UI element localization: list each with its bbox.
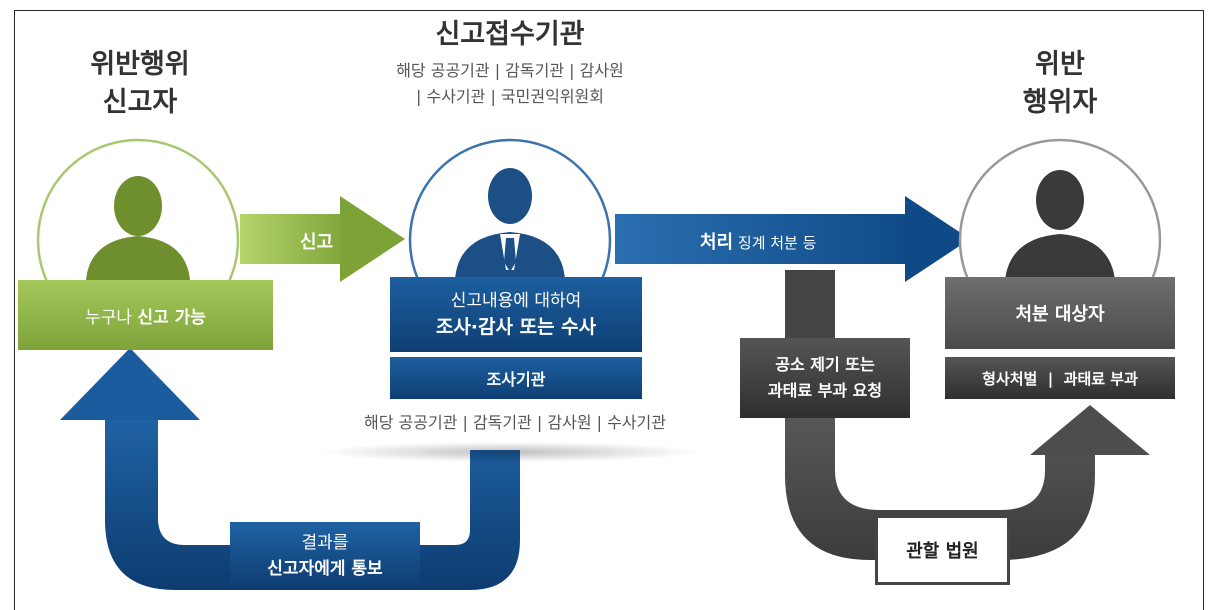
agency-shadow xyxy=(320,442,700,462)
agency-box-line1: 신고내용에 대하여 xyxy=(450,290,582,311)
agency-bottom-caption: 해당 공공기관 | 감독기관 | 감사원 | 수사기관 xyxy=(363,413,666,432)
report-arrow xyxy=(240,196,405,282)
court-box: 관할 법원 xyxy=(875,515,1010,585)
violator-main-box: 처분 대상자 xyxy=(945,277,1175,349)
process-arrow-label: 처리 징계 처분 등 xyxy=(700,232,817,253)
reporter-box-text: 누구나 xyxy=(85,307,138,328)
process-arrow xyxy=(615,196,970,282)
violator-person-icon xyxy=(1005,170,1115,280)
agency-officer-icon xyxy=(455,168,565,280)
agency-title: 신고접수기관 xyxy=(435,19,585,50)
reporter-box-text-bold: 신고 가능 xyxy=(137,307,206,328)
report-arrow-label: 신고 xyxy=(300,232,334,253)
diagram-frame xyxy=(14,10,1204,610)
reporter-box: 누구나 신고 가능 xyxy=(18,280,273,350)
agency-main-box: 신고내용에 대하여 조사·감사 또는 수사 xyxy=(390,277,642,352)
reporter-title: 위반행위 신고자 xyxy=(90,49,190,118)
agency-subtitle: 해당 공공기관 | 감독기관 | 감사원 | 수사기관 | 국민권익위원회 xyxy=(396,61,624,106)
violator-sub-box: 형사처벌 | 과태료 부과 xyxy=(945,357,1175,399)
agency-box-line2: 조사·감사 또는 수사 xyxy=(435,315,597,338)
notify-box: 결과를 신고자에게 통보 xyxy=(230,522,420,590)
reporter-person-icon xyxy=(86,176,190,280)
investigation-agency-box: 조사기관 xyxy=(390,357,642,399)
prosecution-request-box: 공소 제기 또는 과태료 부과 요청 xyxy=(740,338,910,418)
violator-title: 위반 행위자 xyxy=(1022,49,1098,118)
